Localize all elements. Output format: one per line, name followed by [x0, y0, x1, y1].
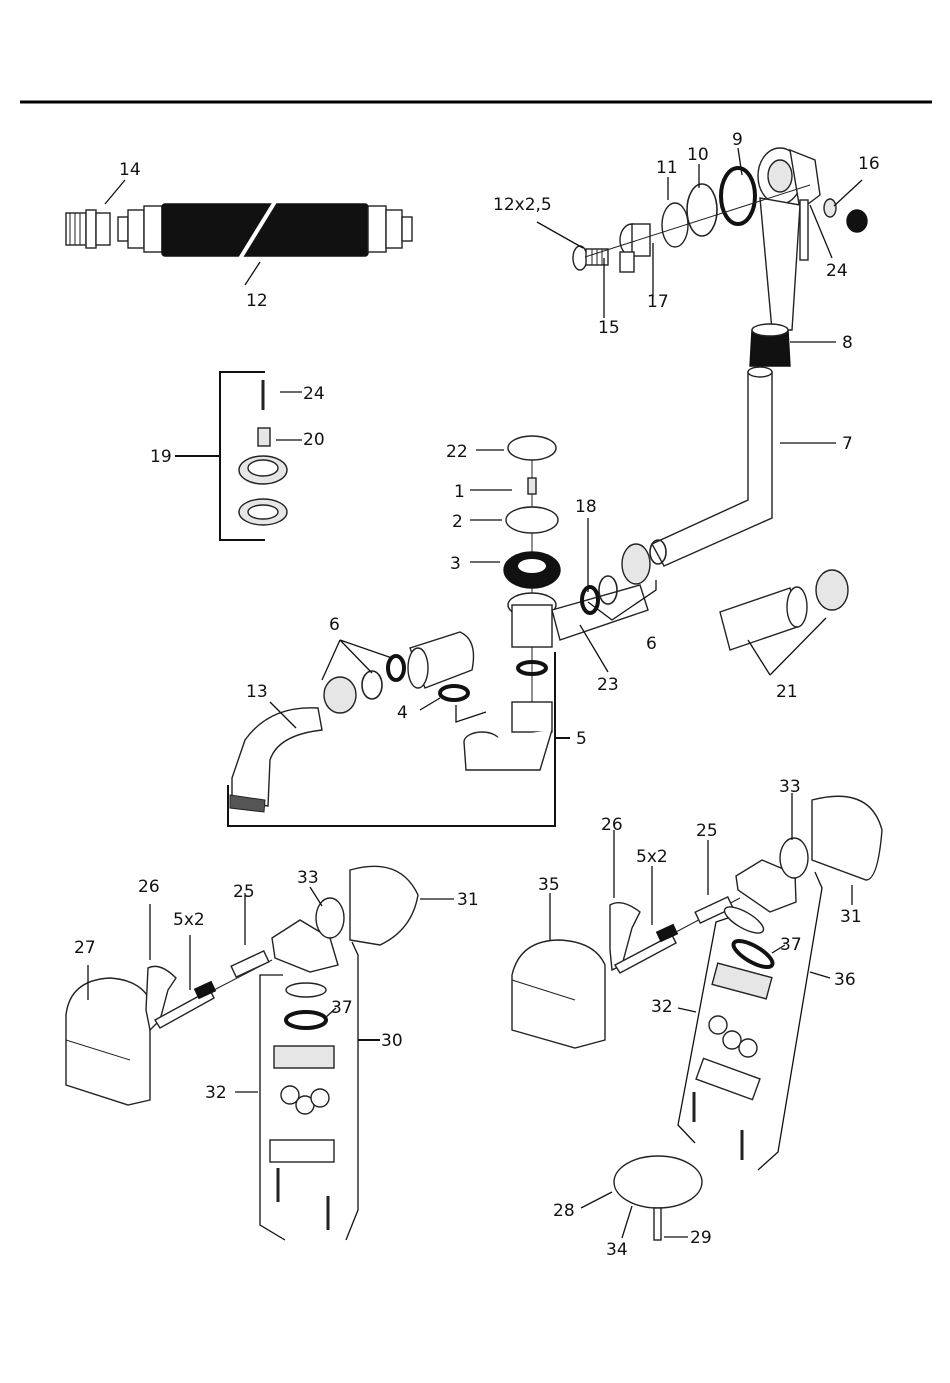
label-32-left: 32: [205, 1083, 227, 1103]
label-10: 10: [687, 145, 709, 165]
part-25-cartridge: [230, 950, 270, 978]
part-10-ring: [686, 183, 718, 237]
label-15: 15: [598, 318, 620, 338]
part-31-rosette: [349, 865, 419, 946]
label-6-right: 6: [646, 634, 657, 654]
label-14: 14: [119, 160, 141, 180]
label-28: 28: [553, 1201, 575, 1221]
part-36-bracket: [757, 871, 823, 1171]
label-31-right: 31: [840, 907, 862, 927]
part-12x25-screw: [572, 245, 609, 271]
part-11-plate: [661, 202, 689, 248]
label-20: 20: [303, 430, 325, 450]
part-35-cover: [511, 939, 606, 1049]
part-27-cover: [65, 977, 151, 1106]
label-33-left: 33: [297, 868, 319, 888]
label-26-left: 26: [138, 877, 160, 897]
part-16-nut: [823, 198, 868, 233]
label-2: 2: [452, 512, 463, 532]
label-3: 3: [450, 554, 461, 574]
part-13-elbow-pipe: [229, 707, 323, 813]
label-16: 16: [858, 154, 880, 174]
part-14-connector: [65, 209, 111, 249]
label-5: 5: [576, 729, 587, 749]
part-25b-cartridge: [694, 896, 734, 924]
label-17: 17: [647, 292, 669, 312]
label-27: 27: [74, 938, 96, 958]
label-1: 1: [454, 482, 465, 502]
label-29: 29: [690, 1228, 712, 1248]
part-32b-kit: [677, 906, 775, 1160]
label-30: 30: [381, 1031, 403, 1051]
label-13: 13: [246, 682, 268, 702]
part-28-plug: [613, 1155, 703, 1241]
label-5x2-right: 5x2: [636, 847, 668, 867]
label-31-left: 31: [457, 890, 479, 910]
label-21: 21: [776, 682, 798, 702]
label-33-right: 33: [779, 777, 801, 797]
part-7-pipe: [651, 366, 773, 567]
label-32-right: 32: [651, 997, 673, 1017]
label-35: 35: [538, 875, 560, 895]
part-8-coupling: [749, 323, 791, 367]
label-12: 12: [246, 291, 268, 311]
part-12-hose: [117, 190, 413, 272]
label-11: 11: [656, 158, 678, 178]
label-8: 8: [842, 333, 853, 353]
label-23: 23: [597, 675, 619, 695]
part-26-lever: [145, 965, 177, 1032]
label-4: 4: [397, 703, 408, 723]
part-33b-housing: [735, 837, 809, 913]
overflow-head: [757, 147, 821, 331]
part-6-left-nuts: [323, 631, 475, 714]
label-6-left: 6: [329, 615, 340, 635]
part-31b-rosette: [811, 795, 883, 881]
part-5-bracket: [227, 652, 570, 827]
label-24-set: 24: [303, 384, 325, 404]
label-25-right: 25: [696, 821, 718, 841]
part-labels: 14 12 12x2,5 11 10 9 16 24 15 17 8 24 20…: [74, 130, 880, 1260]
part-5x2-spindle: [154, 959, 273, 1029]
label-9: 9: [732, 130, 743, 150]
label-37-left: 37: [331, 998, 353, 1018]
label-12x2-5: 12x2,5: [493, 195, 552, 215]
label-26-right: 26: [601, 815, 623, 835]
part-33-housing: [271, 897, 345, 973]
label-36: 36: [834, 970, 856, 990]
drain-assembly: [463, 435, 649, 771]
part-18-rings: [580, 539, 667, 615]
label-25-left: 25: [233, 882, 255, 902]
label-5x2-left: 5x2: [173, 910, 205, 930]
leader-lines: [87, 147, 863, 1239]
part-9-gasket: [719, 166, 757, 226]
label-37-right: 37: [780, 935, 802, 955]
label-7: 7: [842, 434, 853, 454]
label-22: 22: [446, 442, 468, 462]
label-19: 19: [150, 447, 172, 467]
label-34: 34: [606, 1240, 628, 1260]
part-17-valve-body: [619, 223, 651, 273]
label-18: 18: [575, 497, 597, 517]
part-30-bracket: [345, 941, 380, 1241]
part-21-parts: [719, 569, 849, 651]
label-24-overflow: 24: [826, 261, 848, 281]
part-19-set: [175, 371, 288, 541]
part-32-kit: [259, 974, 335, 1241]
